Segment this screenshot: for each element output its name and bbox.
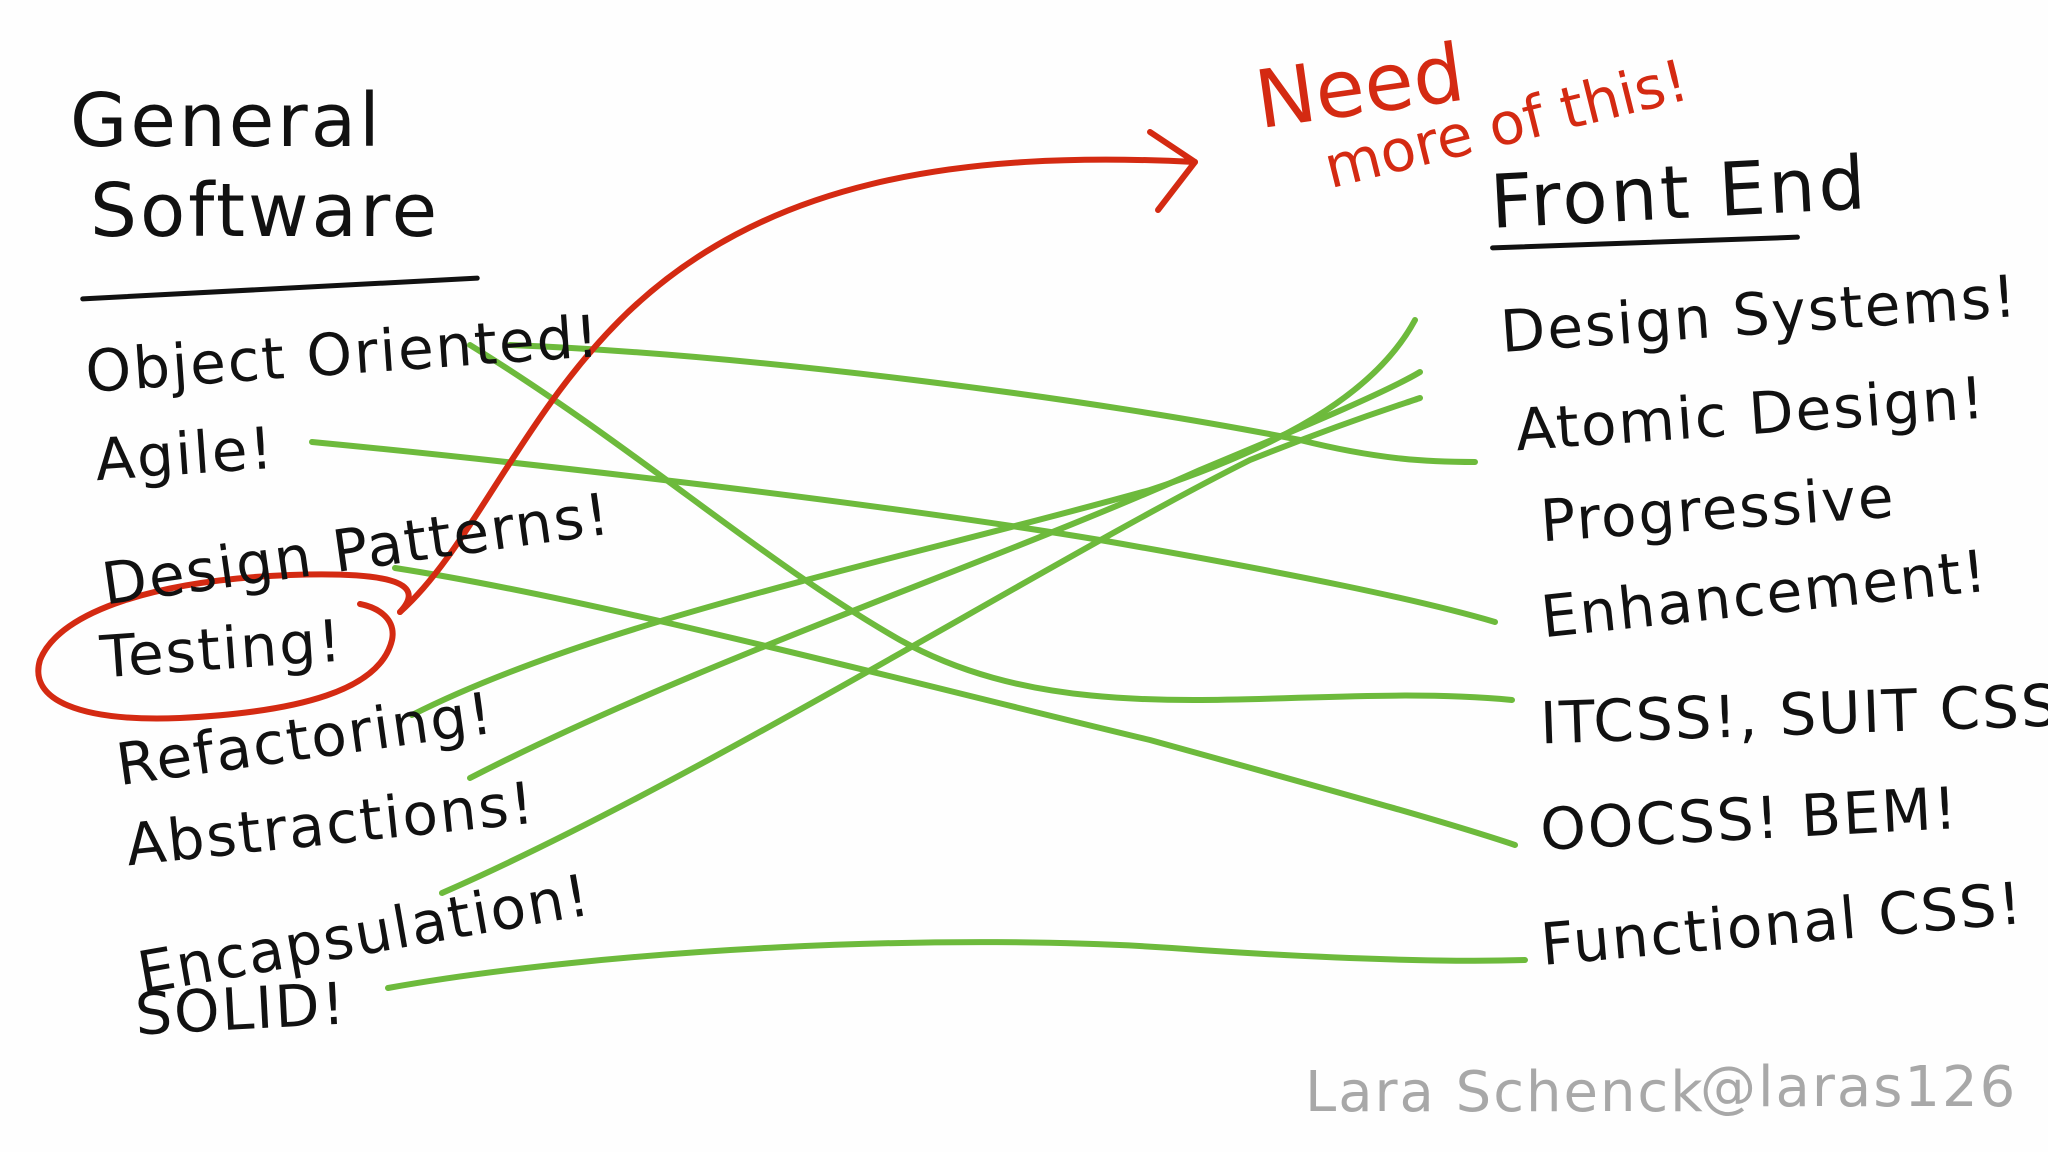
connector-agile-to-progressive-enhancement [309, 439, 1498, 625]
connector-encapsulation-to-atomic-design [439, 395, 1423, 896]
left-item-solid: SOLID! [133, 969, 349, 1049]
connector-refactoring-to-design-systems [409, 317, 1418, 718]
credit-handle: @laras126 [1700, 1055, 2018, 1120]
testing-highlight-circle [35, 571, 412, 722]
left-heading-line1: General [70, 78, 383, 164]
credit-name: Lara Schenck [1305, 1060, 1705, 1125]
left-item-agile: Agile! [92, 413, 277, 495]
connector-object-oriented-to-atomic-design [507, 342, 1478, 465]
connector-abstractions-to-atomic-design [467, 369, 1423, 781]
left-heading-line2: Software [90, 168, 441, 254]
need-more-arrow [397, 156, 1198, 615]
need-more-arrowhead [1147, 129, 1198, 213]
connector-solid-to-functional-css [385, 939, 1528, 991]
connector-design-patterns-to-oocss [392, 565, 1518, 848]
